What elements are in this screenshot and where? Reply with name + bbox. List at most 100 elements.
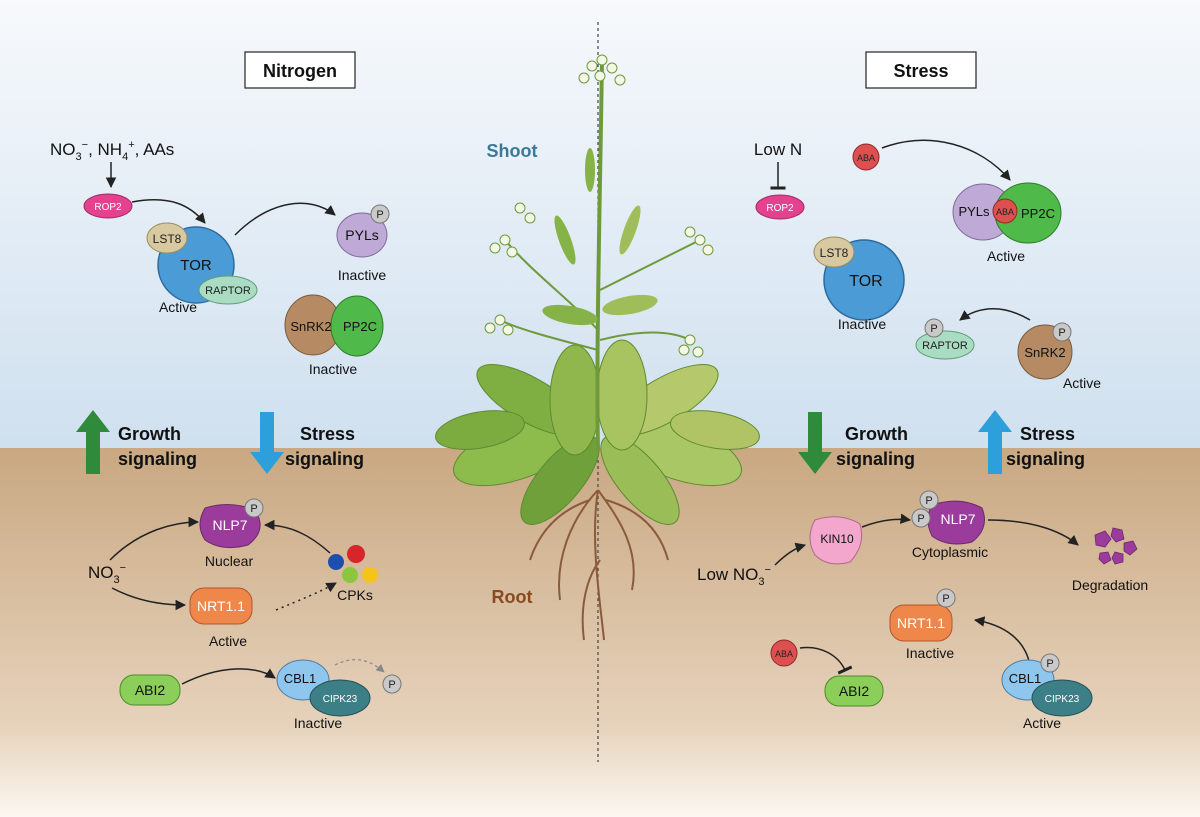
nrt11-right-phospho <box>936 588 956 608</box>
nitrogen-title-box <box>244 51 356 89</box>
aba-to-pyls-arrow <box>881 139 1011 181</box>
cbl1-right-label: CBL1 <box>1009 671 1042 686</box>
nrt11-right-state: Inactive <box>906 645 954 661</box>
pp2c-right-label: PP2C <box>1021 206 1055 221</box>
left-growth-up-arrow <box>76 410 110 474</box>
lst8-right-label: LST8 <box>820 246 849 260</box>
rop2-to-tor-arrow <box>131 199 206 224</box>
no3-to-nlp7-arrow <box>109 516 200 561</box>
nlp7-right-label: NLP7 <box>940 511 975 527</box>
snrk-right-state: Active <box>1063 375 1101 391</box>
pp2c-left-label: PP2C <box>343 319 377 334</box>
cpks-cluster <box>328 545 378 583</box>
nrt11-to-cpks-arrow <box>275 582 337 611</box>
nrt11-left <box>189 587 253 625</box>
low-no3-label: Low NO3− <box>697 564 771 588</box>
nrt11-left-state: Active <box>209 633 247 649</box>
aba-bottom <box>770 639 798 667</box>
left-growth-label-1: Growth <box>118 424 181 444</box>
cbl1-left-label: CBL1 <box>284 671 317 686</box>
left-growth-label-2: signaling <box>118 449 197 469</box>
nlp7-left-label: NLP7 <box>212 517 247 533</box>
nitrogen-inputs: NO3−, NH4+, AAs <box>50 139 174 163</box>
free-phospho-label: P <box>388 679 395 691</box>
no3-left-label: NO3− <box>88 562 126 586</box>
abi2-left <box>119 674 181 706</box>
kin10-label: KIN10 <box>820 532 854 546</box>
tor-right-state: Inactive <box>838 316 886 332</box>
nlp7-right <box>927 500 985 545</box>
aba-bottom-label: ABA <box>775 649 793 659</box>
cbl-left-state: Inactive <box>294 715 342 731</box>
left-stress-down-arrow <box>250 412 284 474</box>
nlp7-right-phospho-2 <box>911 508 931 528</box>
cpks-to-nlp7-arrow <box>263 519 331 554</box>
nlp7-left-state: Nuclear <box>205 553 254 569</box>
degradation-label: Degradation <box>1072 577 1148 593</box>
nrt11-right-phospho-label: P <box>942 593 949 605</box>
aba-top-label: ABA <box>857 153 875 163</box>
right-stress-label-1: Stress <box>1020 424 1075 444</box>
stress-title: Stress <box>893 61 948 81</box>
rop2-right <box>755 194 805 220</box>
tor-right-label: TOR <box>849 273 882 290</box>
stress-title-box <box>865 51 977 89</box>
low-no3-to-kin10-arrow <box>774 542 807 566</box>
cipk23-right-phospho-label: P <box>1046 658 1053 670</box>
cbl1-to-nrt11-arrow <box>973 616 1031 666</box>
cipk23-right <box>1031 679 1093 717</box>
raptor-right <box>915 330 975 360</box>
plant-illustration <box>435 54 760 641</box>
nlp7-right-phospho-1-label: P <box>925 495 932 507</box>
nlp7-left-phospho-label: P <box>250 503 257 515</box>
pp2c-left <box>330 295 384 357</box>
raptor-right-phospho <box>924 318 944 338</box>
snrk2-right-label: SnRK2 <box>1024 345 1065 360</box>
lst8-left <box>146 222 188 254</box>
cipk23-right-phospho <box>1040 653 1060 673</box>
left-stress-label-2: signaling <box>285 449 364 469</box>
aba-top <box>852 143 880 171</box>
cbl-right-state: Active <box>1023 715 1061 731</box>
raptor-left-label: RAPTOR <box>205 285 251 297</box>
degradation-fragments <box>1094 527 1138 565</box>
lst8-right <box>813 236 855 268</box>
raptor-right-label: RAPTOR <box>922 340 968 352</box>
abi2-left-label: ABI2 <box>135 682 166 698</box>
pyls-left-phospho-label: P <box>376 209 383 221</box>
nitrogen-title: Nitrogen <box>263 61 337 81</box>
right-growth-down-arrow <box>798 412 832 474</box>
lst8-left-label: LST8 <box>153 232 182 246</box>
aba-inner-label: ABA <box>996 207 1014 217</box>
cipk23-right-label: CIPK23 <box>1045 694 1080 705</box>
cipk23-left-label: CIPK23 <box>323 694 358 705</box>
nlp7-right-phospho-1 <box>919 490 939 510</box>
nlp7-left-phospho <box>244 498 264 518</box>
shoot-label: Shoot <box>487 141 538 161</box>
nlp7-left <box>199 504 261 549</box>
right-growth-label-2: signaling <box>836 449 915 469</box>
kin10 <box>809 516 863 565</box>
tor-to-pyls-arrow <box>234 202 336 236</box>
rop2-right-label: ROP2 <box>766 203 794 214</box>
soil-background <box>0 448 1200 817</box>
nrt11-left-label: NRT1.1 <box>197 598 245 614</box>
rop2-left <box>83 193 133 219</box>
pyls-left-label: PYLs <box>345 227 378 243</box>
pyls-left-state: Inactive <box>338 267 386 283</box>
cipk-to-p-arrow <box>334 659 385 673</box>
right-stress-up-arrow <box>978 410 1012 474</box>
abi2-right-label: ABI2 <box>839 683 870 699</box>
abi2-right <box>824 675 884 707</box>
left-stress-label-1: Stress <box>300 424 355 444</box>
pyls-right-label: PYLs <box>958 204 990 219</box>
free-phospho <box>382 674 402 694</box>
snrk2-to-raptor-arrow <box>959 308 1031 321</box>
nlp7-right-phospho-2-label: P <box>917 513 924 525</box>
root-label: Root <box>492 587 533 607</box>
nrt11-right-label: NRT1.1 <box>897 615 945 631</box>
snrk2-left-label: SnRK2 <box>290 319 331 334</box>
abi2-to-cbl1-arrow <box>181 668 276 685</box>
